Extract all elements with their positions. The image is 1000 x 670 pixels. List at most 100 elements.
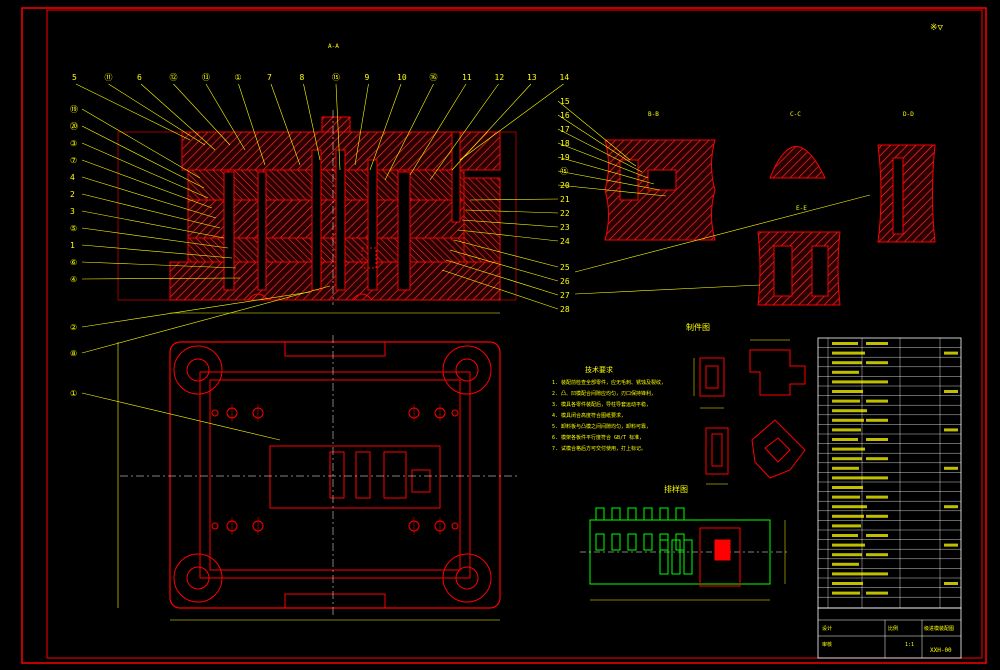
section-bb-cavity: [619, 159, 639, 201]
section-ee-label: E-E: [796, 205, 807, 212]
leader-line: [354, 83, 369, 166]
leader-line: [429, 83, 499, 181]
callout-label: 7: [267, 73, 272, 82]
leader-line: [81, 176, 217, 219]
table-cell-text: [832, 591, 860, 595]
callout-label: ①: [235, 73, 242, 82]
section-bb-label: B-B: [648, 111, 659, 118]
leader-line: [465, 209, 559, 214]
callout-label: 1: [70, 241, 75, 250]
guide-pillar: [442, 553, 492, 603]
table-cell-text: [832, 572, 866, 576]
section-c-c[interactable]: C-C: [769, 111, 826, 179]
callout-label: ②: [70, 323, 77, 332]
leader-line: [557, 100, 631, 161]
leader-line: [335, 83, 341, 171]
scale-label: 比例: [888, 625, 898, 632]
punch-station: [611, 533, 621, 551]
leader-line: [81, 285, 331, 354]
title-block[interactable]: 设计 审核 比例 1:1 级进模装配图 XXH-00: [817, 607, 962, 659]
callout-label: 3: [70, 207, 75, 216]
strip-layout[interactable]: 排样图: [580, 484, 790, 601]
leader-line: [81, 291, 311, 328]
plan-inner: [199, 371, 471, 579]
leader-line: [205, 83, 246, 151]
section-e-e[interactable]: E-E: [757, 205, 841, 306]
callout-label: ⑦: [70, 156, 77, 165]
callout-label: 14: [560, 73, 570, 82]
leader-line: [81, 392, 281, 441]
drawing-name: 级进模装配图: [924, 625, 954, 632]
section-ee-cavity: [773, 245, 793, 297]
table-cell-text: [832, 438, 858, 441]
right-step: [463, 177, 501, 263]
table-cell-text: [832, 399, 860, 403]
section-b-b[interactable]: B-B: [604, 111, 716, 241]
callout-label: 15: [560, 97, 570, 106]
leader-line: [557, 128, 643, 173]
leader-line: [81, 261, 237, 269]
part-iso: [751, 419, 806, 479]
parts-list-frame: [817, 337, 962, 609]
bottom-callouts: ②⑧①: [70, 285, 331, 441]
table-cell-text: [832, 534, 858, 537]
table-cell-text: [832, 361, 862, 365]
title-block-frame: [817, 607, 962, 659]
table-cell-text: [866, 418, 888, 422]
leader-line: [81, 277, 241, 280]
table-cell-text: [832, 505, 867, 509]
table-cell-text: [832, 582, 863, 585]
callout-label: ⑮: [560, 167, 568, 176]
table-cell-text: [944, 351, 958, 355]
punch-station: [355, 451, 371, 499]
guide-pillar: [186, 566, 210, 590]
inner-border: [46, 9, 983, 659]
table-cell-text: [866, 514, 888, 518]
tech-req-line: 5. 卸料板与凸模之间间隙均匀，卸料可靠，: [552, 423, 651, 430]
leader-line: [451, 83, 532, 171]
table-cell-text: [832, 476, 866, 480]
callout-label: 4: [70, 173, 75, 182]
section-d-d[interactable]: D-D: [877, 111, 936, 243]
leader-line: [557, 114, 637, 167]
pilot-station: [595, 507, 605, 521]
leader-line: [81, 244, 233, 259]
table-cell-text: [866, 572, 888, 576]
table-cell-text: [832, 457, 862, 461]
leader-line: [459, 83, 564, 161]
callout-label: ⑲: [70, 105, 78, 114]
mounting-slot: [284, 593, 386, 609]
callout-label: 10: [397, 73, 407, 82]
callout-label: ⑯: [430, 73, 438, 82]
punch: [223, 171, 235, 291]
callout-label: ⑥: [70, 258, 77, 267]
part-front: [699, 357, 725, 397]
callout-label: ④: [70, 275, 77, 284]
callout-label: 23: [560, 223, 570, 232]
slug-hole: [247, 293, 269, 301]
punch-station: [659, 533, 669, 551]
plan-view[interactable]: ②⑧①: [70, 285, 520, 621]
punch: [311, 149, 322, 291]
table-cell-text: [944, 390, 958, 393]
table-cell-text: [866, 476, 888, 480]
callout-label: 21: [560, 195, 570, 204]
table-cell-text: [832, 428, 861, 432]
leader-line: [238, 83, 266, 166]
leader-line: [81, 142, 209, 199]
punch-station: [329, 451, 345, 499]
leader-line: [574, 284, 761, 295]
pilot-station: [643, 507, 653, 521]
parts-list-table[interactable]: [817, 337, 962, 609]
section-cc-label: C-C: [790, 111, 801, 118]
punch: [335, 149, 346, 291]
dowel-hole: [211, 409, 219, 417]
table-cell-text: [866, 380, 888, 384]
table-cell-text: [832, 390, 863, 393]
part-drawing[interactable]: 制件图: [686, 322, 806, 485]
table-cell-text: [866, 457, 888, 461]
